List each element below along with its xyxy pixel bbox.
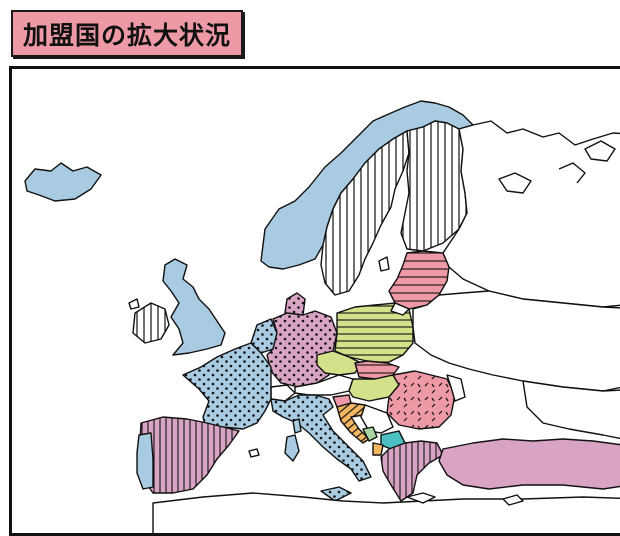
germany xyxy=(266,310,338,388)
iceland xyxy=(24,162,102,202)
bosnia xyxy=(362,426,378,442)
moldova xyxy=(446,374,466,402)
baltic-island xyxy=(378,256,390,272)
north-africa xyxy=(152,492,620,533)
portugal xyxy=(136,432,154,490)
faroe xyxy=(128,298,140,310)
arctic-coast-line xyxy=(558,162,586,184)
belarus-ukraine xyxy=(412,290,620,392)
ireland xyxy=(132,302,170,344)
slovakia xyxy=(354,360,400,380)
sicily xyxy=(320,486,352,502)
cyprus xyxy=(502,494,524,506)
map-title-box: 加盟国の拡大状況 xyxy=(11,10,243,57)
france xyxy=(182,342,272,432)
greece xyxy=(380,440,444,502)
map-title: 加盟国の拡大状況 xyxy=(22,20,231,50)
kaliningrad xyxy=(390,302,410,316)
corsica xyxy=(292,418,302,434)
croatia xyxy=(336,402,370,444)
serbia xyxy=(360,404,394,434)
crete xyxy=(406,492,436,504)
united-kingdom xyxy=(162,258,226,356)
white-sea-island xyxy=(584,140,616,162)
turkey xyxy=(438,438,620,490)
caucasus xyxy=(522,380,620,440)
czech-republic xyxy=(316,350,362,376)
sweden xyxy=(320,130,410,296)
mallorca xyxy=(248,448,260,458)
europe-map xyxy=(24,100,620,533)
map-frame xyxy=(9,66,620,536)
sardinia xyxy=(284,434,300,462)
romania xyxy=(386,370,456,430)
spain xyxy=(138,416,240,494)
kola-inlet xyxy=(498,172,532,194)
north-macedonia xyxy=(372,442,384,456)
